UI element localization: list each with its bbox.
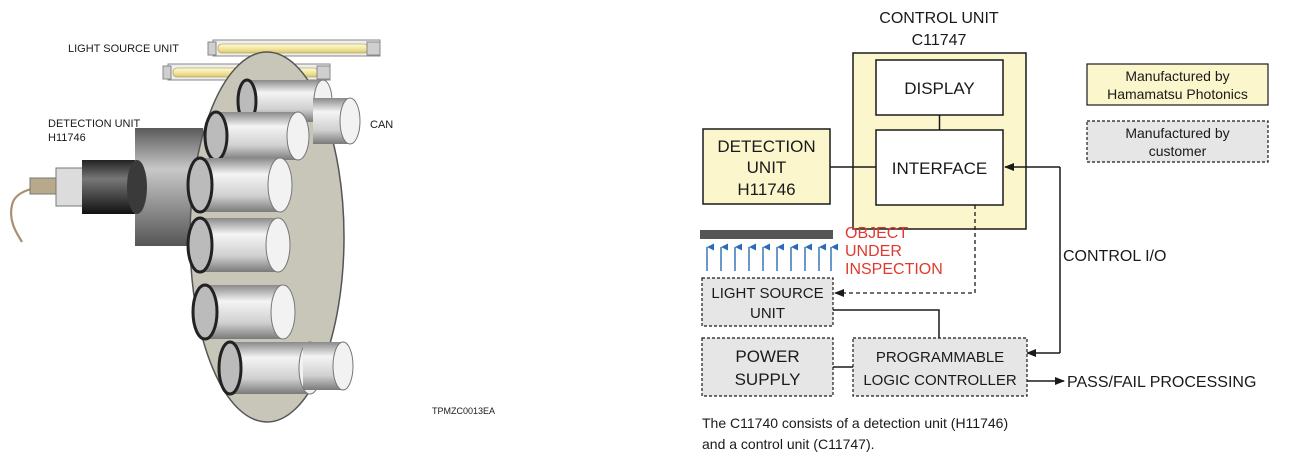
detection-unit-model: H11746 [48,132,86,144]
legend-customer-box [1086,120,1269,163]
plc-box [852,337,1028,397]
inspection-illustration: LIGHT SOURCE UNIT DETECTION UNIT H11746 … [10,39,495,423]
power-supply-label-1: POWER [735,347,799,366]
object-label-3: INSPECTION [845,261,943,278]
light-source-label-1: LIGHT SOURCE [711,285,823,302]
connector-interface-lightsource [834,205,976,297]
detection-unit-label: DETECTION UNIT [48,118,141,130]
caption-line-1: The C11740 consists of a detection unit … [702,415,1008,431]
pass-fail-label: PASS/FAIL PROCESSING [1067,374,1256,391]
light-source-box [701,277,834,327]
connector-lightsource-plc [833,309,940,338]
control-io-label: CONTROL I/O [1063,248,1166,265]
detection-unit-body [29,128,203,246]
display-label: DISPLAY [904,79,975,98]
interface-label: INTERFACE [892,159,987,178]
object-label-1: OBJECT [845,225,908,242]
figure-code: TPMZC0013EA [432,406,495,416]
legend: Manufactured by Hamamatsu Photonics Manu… [1086,63,1269,163]
power-supply-label-2: SUPPLY [735,370,801,389]
can-label: CAN [370,119,393,131]
legend-hamamatsu-box [1086,63,1269,106]
light-source-label-2: UNIT [750,305,785,322]
legend-customer-label-2: customer [1149,143,1207,159]
object-plate [700,230,833,239]
caption-line-2: and a control unit (C11747). [702,436,875,452]
light-source-label: LIGHT SOURCE UNIT [68,43,179,55]
legend-hamamatsu-label-1: Manufactured by [1125,68,1229,84]
legend-customer-label-1: Manufactured by [1125,125,1229,141]
plc-label-2: LOGIC CONTROLLER [863,372,1017,389]
light-arrows [706,243,838,271]
legend-hamamatsu-label-2: Hamamatsu Photonics [1107,86,1248,102]
control-unit-title: CONTROL UNIT [879,10,999,27]
light-source-lamp-upper [207,39,381,57]
detection-unit-box [702,128,831,205]
detection-unit-label-3: H11746 [737,180,795,199]
cans [186,78,361,396]
plc-label-1: PROGRAMMABLE [876,349,1004,366]
control-unit-model: C11747 [912,32,967,49]
interface-box [875,129,1004,206]
detection-unit-label-1: DETECTION [717,137,815,156]
block-diagram: CONTROL UNIT C11747 DISPLAY INTERFACE DE… [700,10,1256,452]
display-box [875,59,1004,116]
object-label-2: UNDER [845,243,902,260]
detection-unit-label-2: UNIT [747,158,787,177]
